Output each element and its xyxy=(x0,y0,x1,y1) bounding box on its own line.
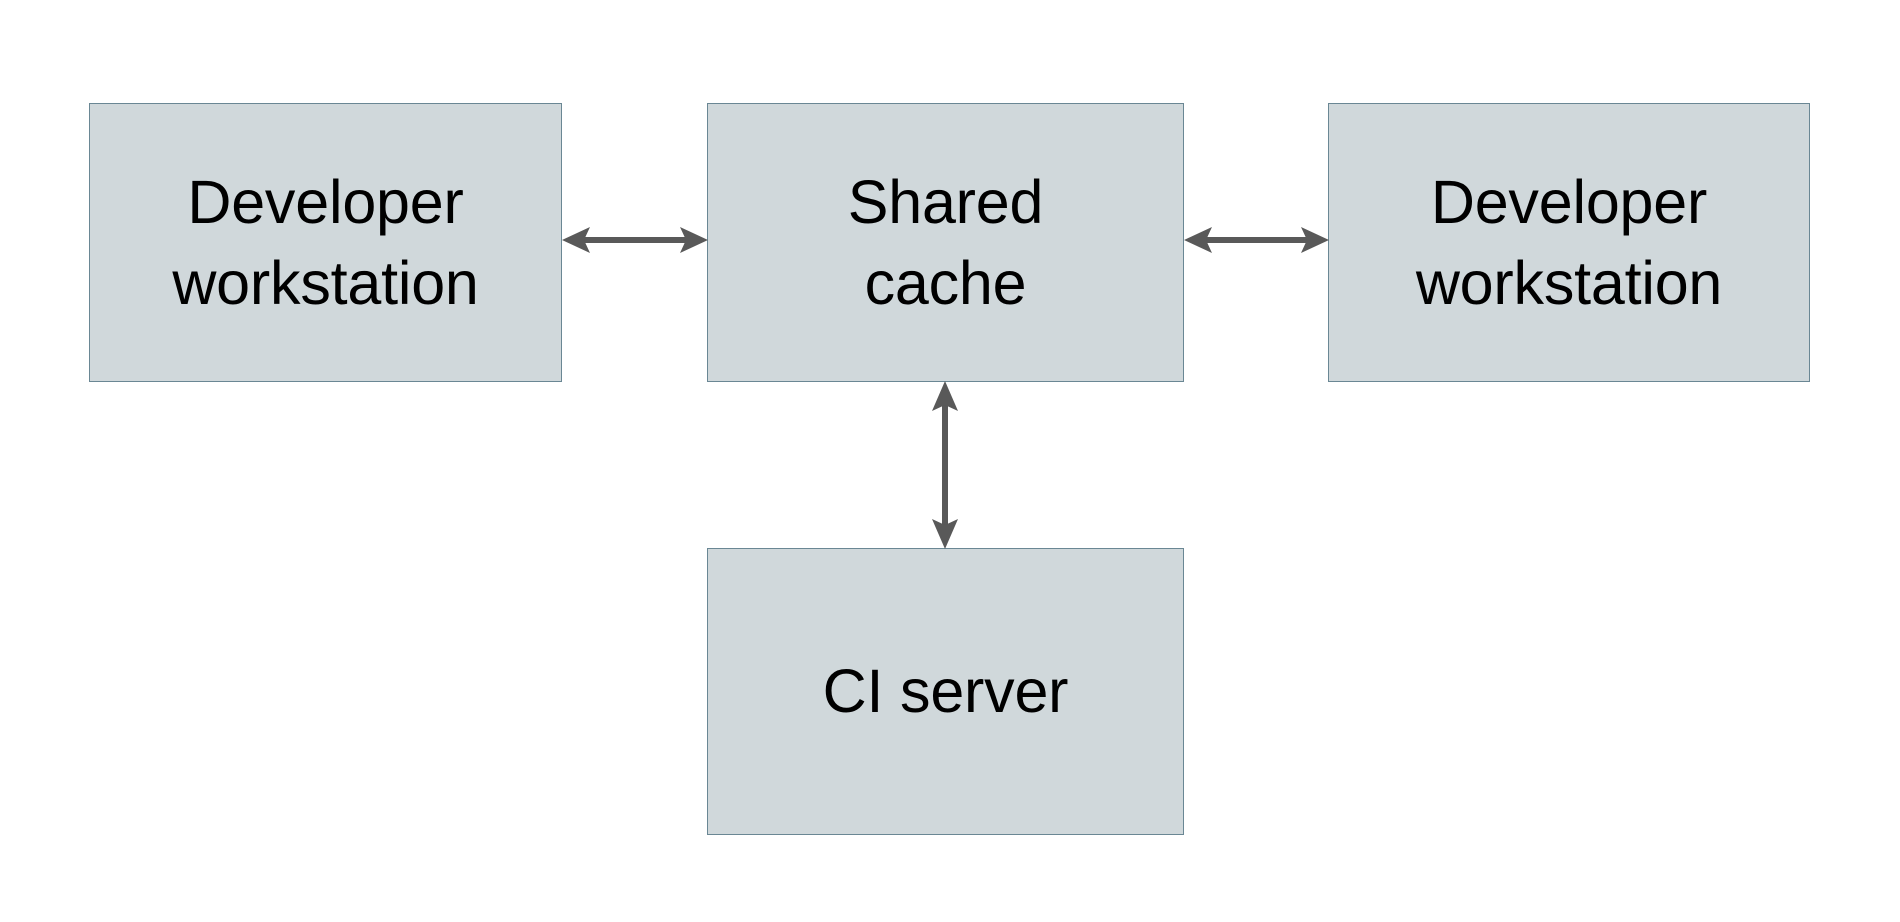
node-shared-cache[interactable]: Shared cache xyxy=(707,103,1184,382)
edge-right-double-arrow-icon[interactable] xyxy=(1184,205,1329,275)
edge-left-double-arrow-icon[interactable] xyxy=(562,205,708,275)
node-label: Developer workstation xyxy=(172,167,479,317)
node-ci-server[interactable]: CI server xyxy=(707,548,1184,835)
node-developer-workstation-right[interactable]: Developer workstation xyxy=(1328,103,1810,382)
edge-bottom-double-arrow-icon[interactable] xyxy=(910,381,980,549)
node-developer-workstation-left[interactable]: Developer workstation xyxy=(89,103,562,382)
node-label: CI server xyxy=(822,657,1069,726)
node-label: Shared cache xyxy=(847,167,1044,317)
node-label: Developer workstation xyxy=(1415,167,1723,317)
